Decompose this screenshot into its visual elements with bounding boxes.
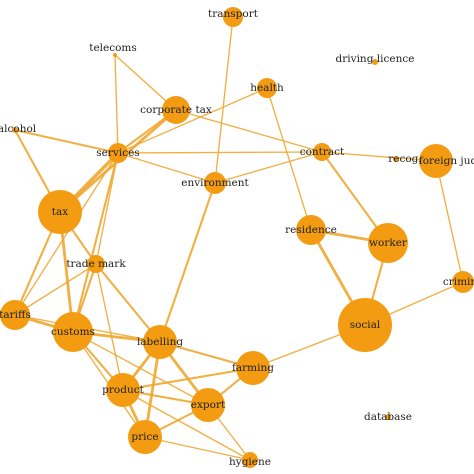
edge-services-environment [117, 152, 216, 184]
node-label-crime: crimin [443, 276, 474, 288]
node-label-price: price [131, 431, 158, 443]
node-label-alcohol: alcohol [0, 123, 37, 135]
edge-corporate_tax-contract [175, 109, 323, 153]
edge-services-customs [71, 151, 120, 334]
edge-environment-labelling [158, 181, 217, 344]
node-foreign_judgment [419, 144, 453, 178]
node-label-services: services [96, 147, 139, 159]
node-label-hygiene: hygiene [229, 456, 271, 468]
node-telecoms [113, 53, 117, 57]
edge-contract-environment [214, 151, 323, 184]
node-tax [38, 190, 82, 234]
node-label-product: product [102, 384, 144, 396]
node-residence [296, 215, 326, 245]
node-label-customs: customs [51, 326, 95, 338]
node-environment [204, 172, 226, 194]
edge-alcohol-services [13, 128, 120, 155]
node-labelling [143, 325, 177, 359]
edge-foreign_judgment-crime [435, 160, 464, 283]
node-corporate_tax [162, 96, 190, 124]
node-label-social: social [350, 319, 381, 331]
node-health [257, 78, 277, 98]
node-worker [368, 223, 408, 263]
node-label-farming: farming [232, 362, 274, 374]
node-product [106, 373, 140, 407]
node-transport [223, 7, 243, 27]
node-label-labelling: labelling [137, 336, 183, 348]
node-label-foreign_judgment: foreign jud [419, 155, 474, 167]
node-services [108, 143, 128, 163]
edge-product-farming [121, 366, 255, 392]
node-export [191, 388, 225, 422]
node-trade_mark [87, 255, 105, 273]
node-driving_licence [372, 59, 378, 65]
node-label-corporate_tax: corporate tax [140, 104, 212, 116]
node-price [128, 420, 162, 454]
node-label-health: health [250, 82, 284, 94]
edge-transport-environment [214, 16, 234, 184]
node-farming [236, 351, 270, 385]
node-label-trade_mark: trade mark [66, 258, 126, 270]
node-label-contract: contract [300, 146, 345, 158]
node-label-worker: worker [369, 237, 408, 249]
edge-services-trade_mark [95, 152, 119, 265]
edge-contract-foreign_judgment [321, 151, 437, 162]
edge-telecoms-services [114, 54, 119, 154]
node-database [385, 414, 391, 420]
node-contract [313, 143, 331, 161]
node-label-database: database [364, 411, 412, 423]
edge-services-contract [117, 151, 323, 154]
edge-health-residence [266, 87, 312, 231]
node-customs [53, 312, 93, 352]
node-label-telecoms: telecoms [89, 42, 137, 54]
node-social [338, 298, 392, 352]
node-label-recog: recog. [388, 153, 422, 165]
node-label-tariffs: tariffs [0, 309, 31, 321]
node-label-environment: environment [181, 177, 249, 189]
node-label-residence: residence [285, 224, 337, 236]
node-layer [0, 7, 474, 468]
edge-product-hygiene [122, 389, 251, 461]
edge-health-services [117, 87, 268, 154]
edge-services-tariffs [14, 152, 119, 316]
node-label-transport: transport [208, 8, 259, 20]
edge-trade_mark-tariffs [14, 263, 97, 316]
node-recog [393, 156, 399, 162]
node-label-tax: tax [52, 206, 68, 218]
node-tariffs [0, 300, 30, 330]
node-label-driving_licence: driving licence [336, 53, 415, 65]
node-alcohol [12, 127, 18, 133]
node-hygiene [242, 452, 258, 468]
label-layer: transport telecoms driving licence health co… [0, 8, 474, 468]
edge-price-hygiene [144, 436, 251, 461]
edge-trade_mark-product [95, 263, 124, 391]
node-label-export: export [191, 399, 226, 411]
node-crime [452, 271, 474, 293]
